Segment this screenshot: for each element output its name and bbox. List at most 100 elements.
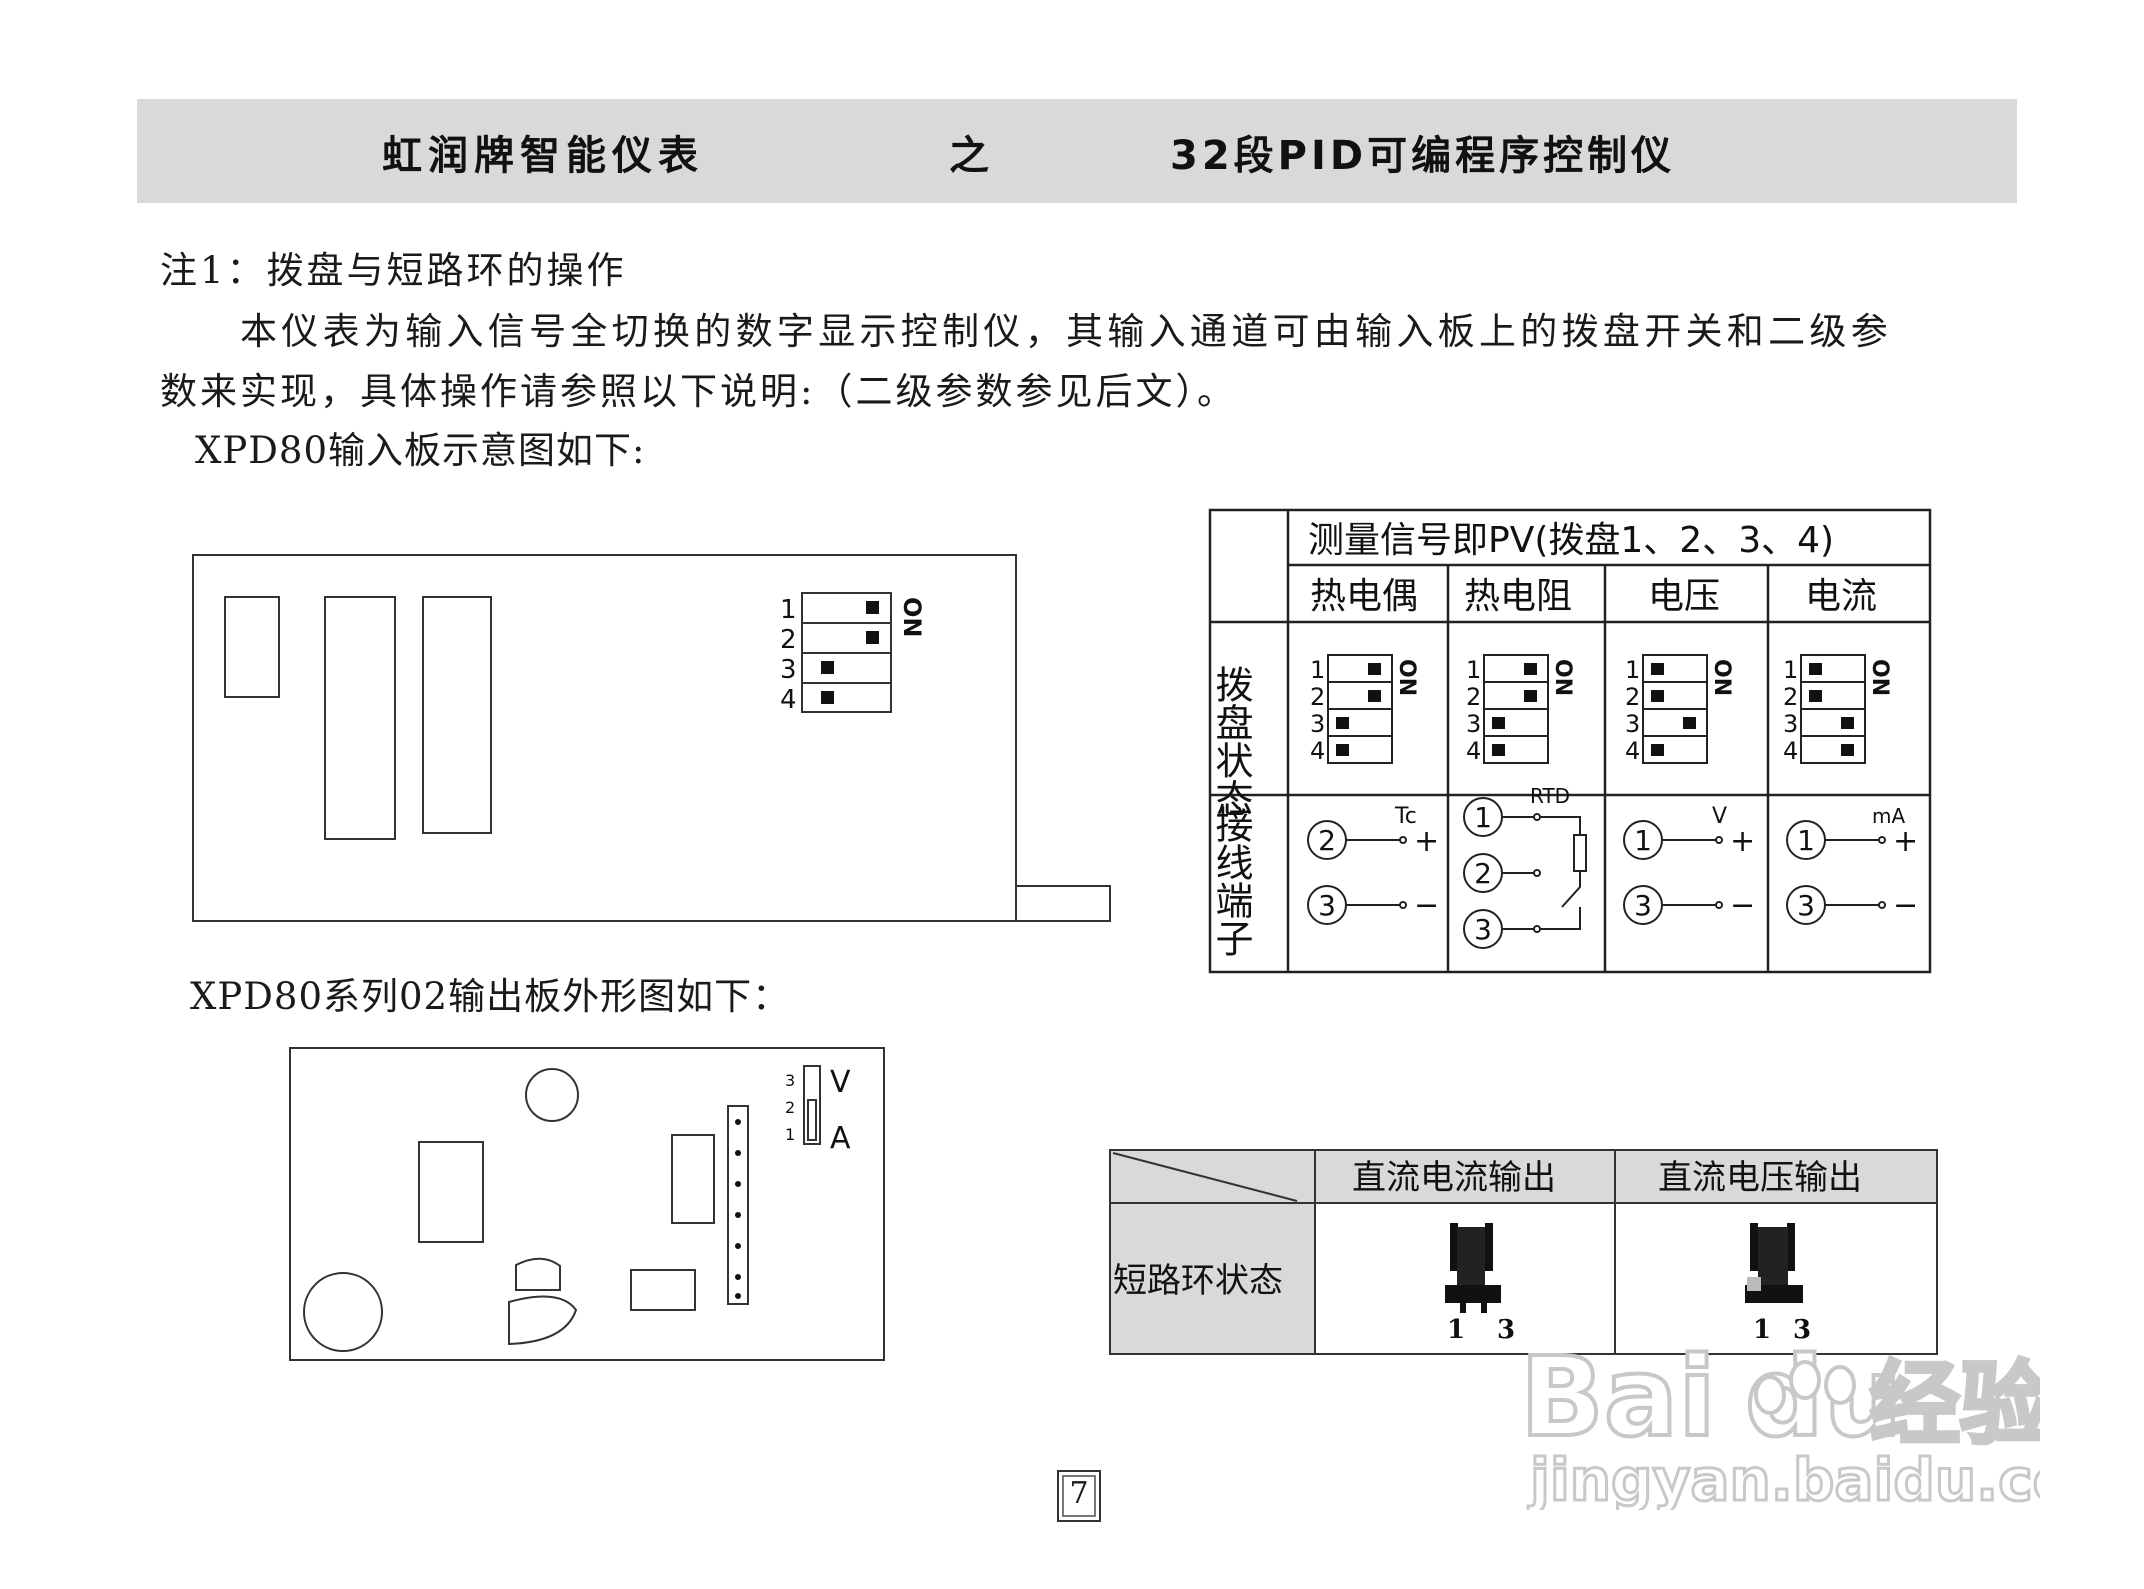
rtd-terminal-3-digit: 3 <box>1474 913 1492 946</box>
v-plus: + <box>1730 824 1755 859</box>
ma-tag: mA <box>1872 804 1905 828</box>
dip-cell-number-0-1: 2 <box>1310 683 1325 711</box>
output-board-hole-top <box>525 1068 579 1122</box>
dip-cell-number-1-1: 2 <box>1466 683 1481 711</box>
v-terminal-1-digit: 1 <box>1634 824 1652 857</box>
ma-terminal-3-digit: 3 <box>1797 889 1815 922</box>
tc-terminal-2-digit: 2 <box>1318 824 1336 857</box>
watermark-paw-icon <box>1754 1360 1856 1415</box>
tc-terminal-3-digit: 3 <box>1318 889 1336 922</box>
jumper-label-v: V <box>830 1065 851 1100</box>
dip-knob-3-3 <box>1841 744 1854 756</box>
dip-cell-number-3-0: 1 <box>1783 656 1798 684</box>
dip-knob-3-2 <box>1841 717 1854 729</box>
dip-knob-2-2 <box>1683 717 1696 729</box>
output-board-header-strip <box>727 1105 749 1305</box>
dip-knob-2 <box>866 631 879 644</box>
jumper-number-2: 2 <box>785 1098 795 1117</box>
output-board-hole-bottom <box>303 1272 383 1352</box>
rtd-terminal-2-digit: 2 <box>1474 857 1492 890</box>
dip-knob-1-2 <box>1492 717 1505 729</box>
dip-cell-number-2-2: 3 <box>1625 710 1640 738</box>
output-board-cap-small <box>515 1257 561 1291</box>
dip-knob-3 <box>821 661 834 674</box>
col-voltage: 电压 <box>1648 576 1720 617</box>
input-board-diagram: 1 2 3 4 ON <box>192 554 1111 922</box>
col-dc-voltage-output: 直流电压输出 <box>1658 1158 1862 1198</box>
rtd-tag: RTD <box>1530 784 1570 808</box>
dip-cell-number-3-1: 2 <box>1783 683 1798 711</box>
dip-knob-4 <box>821 691 834 704</box>
header-product: 32段PID可编程序控制仪 <box>1170 133 1676 179</box>
voltage-pin-3: 3 <box>1793 1315 1811 1345</box>
col-dc-current-output: 直流电流输出 <box>1352 1158 1556 1198</box>
output-board-caption: XPD80系列02输出板外形图如下： <box>190 975 791 1018</box>
output-board-component <box>630 1269 696 1311</box>
row-terminal-label: 接线端子 <box>1209 805 1253 957</box>
jumper-current-output <box>1445 1223 1501 1313</box>
dip-knob-0-2 <box>1336 717 1349 729</box>
dip-number-4: 4 <box>780 685 797 715</box>
watermark-cn: 经验 <box>1870 1352 2040 1457</box>
row-dip-status-label: 拨盘状态 <box>1209 665 1253 817</box>
signal-table-header: 测量信号即PV(拨盘1、2、3、4) <box>1308 520 1834 561</box>
jumper-number-3: 3 <box>785 1071 795 1090</box>
input-board-connector <box>1015 885 1111 922</box>
tc-tag: Tc <box>1394 804 1417 829</box>
header-band: 虹润牌智能仪表 之 32段PID可编程序控制仪 <box>137 99 2017 203</box>
dip-cell-number-2-0: 1 <box>1625 656 1640 684</box>
voltage-pin-1: 1 <box>1753 1315 1771 1345</box>
current-pin-3: 3 <box>1497 1315 1515 1345</box>
dip-number-3: 3 <box>780 655 797 685</box>
output-board-cap-large <box>508 1295 578 1346</box>
note-paragraph-line-1: 本仪表为输入信号全切换的数字显示控制仪，其输入通道可由输入板上的拨盘开关和二级参 <box>240 310 1892 353</box>
header-connector: 之 <box>949 133 995 179</box>
ma-plus: + <box>1893 824 1918 859</box>
output-jumper-block <box>803 1065 821 1145</box>
col-thermocouple: 热电偶 <box>1310 576 1418 617</box>
dip-cell-number-1-0: 1 <box>1466 656 1481 684</box>
dip-cell-on-label-0: ON <box>1394 659 1419 696</box>
jumper-number-1: 1 <box>785 1125 795 1144</box>
dip-number-2: 2 <box>780 625 797 655</box>
dip-cell-number-2-3: 4 <box>1625 737 1640 765</box>
v-terminal-3-digit: 3 <box>1634 889 1652 922</box>
input-board-chip-small <box>224 596 280 698</box>
input-board-chip-left <box>324 596 396 840</box>
short-ring-table: 直流电流输出 直流电压输出 短路环状态 1 3 1 3 <box>1109 1149 1938 1355</box>
output-board-diagram: 3 2 1 V A <box>289 1047 885 1361</box>
dip-on-label: ON <box>898 597 926 638</box>
dip-knob-3-0 <box>1809 663 1822 675</box>
watermark-brand: Bai <box>1520 1340 1716 1461</box>
output-board-chip <box>671 1134 715 1224</box>
dip-cell-number-0-3: 4 <box>1310 737 1325 765</box>
ma-terminal-1-digit: 1 <box>1797 824 1815 857</box>
dip-knob-1-0 <box>1524 663 1537 675</box>
v-minus: − <box>1730 888 1755 923</box>
dip-number-1: 1 <box>780 595 797 625</box>
dip-knob-0-1 <box>1368 690 1381 702</box>
signal-table: 测量信号即PV(拨盘1、2、3、4) 热电偶 热电阻 电压 电流 拨盘状态 接线… <box>1208 508 1932 974</box>
dip-cell-on-label-2: ON <box>1709 659 1734 696</box>
output-jumper-cap <box>807 1099 817 1141</box>
tc-plus: + <box>1414 824 1439 859</box>
dip-knob-0-3 <box>1336 744 1349 756</box>
dip-knob-1-3 <box>1492 744 1505 756</box>
tc-minus: − <box>1414 888 1439 923</box>
col-rtd: 热电阻 <box>1464 576 1572 617</box>
output-board-outline <box>289 1047 885 1361</box>
dip-cell-number-2-1: 2 <box>1625 683 1640 711</box>
dip-cell-number-3-3: 4 <box>1783 737 1798 765</box>
dip-cell-number-0-2: 3 <box>1310 710 1325 738</box>
dip-cell-number-1-3: 4 <box>1466 737 1481 765</box>
jumper-label-a: A <box>830 1121 851 1156</box>
current-pin-1: 1 <box>1447 1315 1465 1345</box>
rtd-terminal-1-digit: 1 <box>1474 801 1492 834</box>
col-current: 电流 <box>1805 576 1877 617</box>
input-board-caption: XPD80输入板示意图如下: <box>195 429 646 472</box>
dip-knob-2-0 <box>1651 663 1664 675</box>
input-board-chip-right <box>422 596 492 834</box>
dip-knob-0-0 <box>1368 663 1381 675</box>
note-title: 注1：拨盘与短路环的操作 <box>160 249 627 292</box>
dip-cell-number-1-2: 3 <box>1466 710 1481 738</box>
